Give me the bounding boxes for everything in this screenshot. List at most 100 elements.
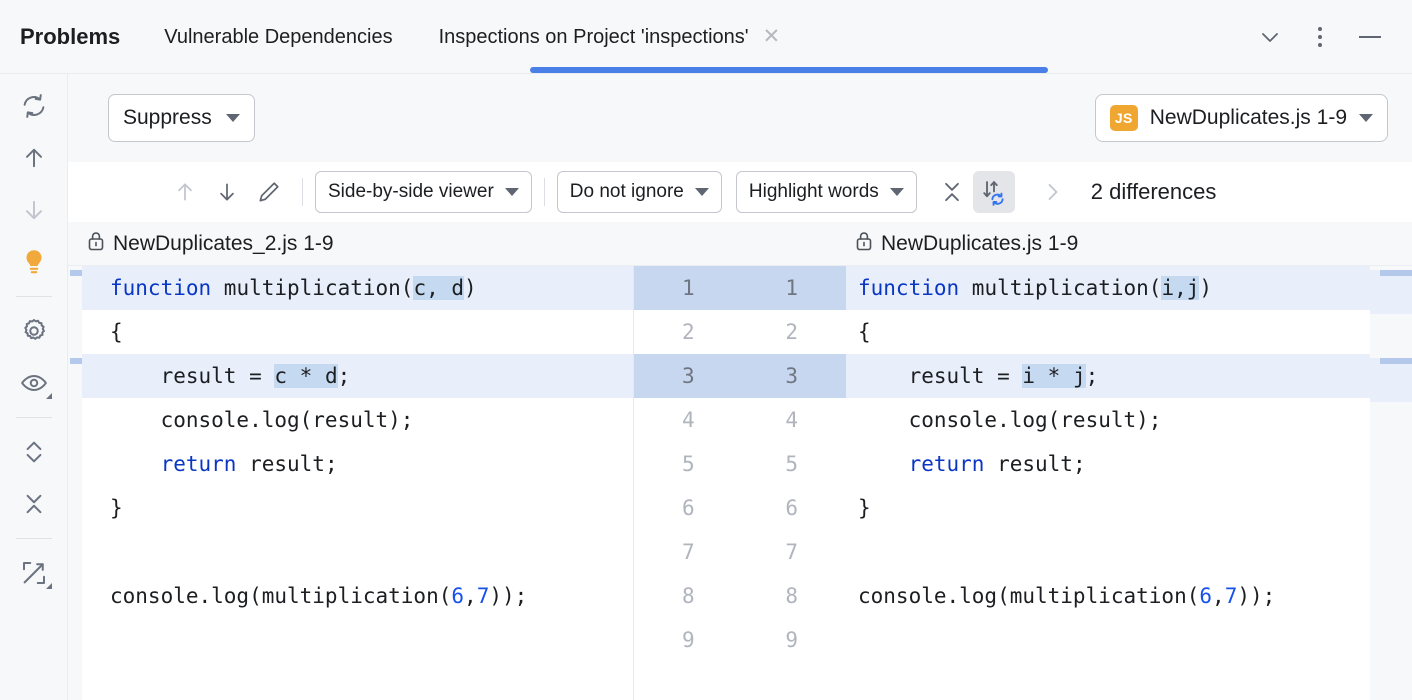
left-file-name: NewDuplicates_2.js 1-9 — [113, 231, 334, 255]
toolbar-divider — [543, 178, 545, 206]
rail-divider — [15, 296, 52, 297]
chevron-down-icon — [889, 188, 904, 196]
close-icon[interactable]: ✕ — [762, 25, 781, 48]
chevron-right-icon[interactable] — [1031, 171, 1073, 213]
collapse-unchanged-icon[interactable] — [931, 171, 973, 213]
collapse-all-icon[interactable] — [10, 480, 58, 528]
diff-viewer[interactable]: function multiplication(c, d) { result = … — [68, 266, 1412, 700]
rail-divider — [15, 538, 52, 539]
code-token: ; — [1085, 364, 1099, 388]
tab-label: Inspections on Project 'inspections' — [438, 25, 749, 48]
code-token: c * d — [274, 364, 338, 388]
right-file-name: NewDuplicates.js 1-9 — [881, 231, 1079, 255]
right-line-number: 6 — [785, 496, 798, 520]
sync-scroll-toggle[interactable] — [972, 171, 1015, 213]
active-tab-underline — [530, 67, 1048, 73]
change-marker — [70, 358, 82, 364]
gear-icon[interactable] — [10, 307, 58, 355]
code-token: { — [110, 320, 123, 344]
code-token: console.log(result); — [110, 408, 414, 432]
right-code-pane[interactable]: function multiplication(i,j){ result = i… — [846, 266, 1370, 700]
next-difference-icon[interactable] — [206, 171, 248, 213]
file-selector-label: NewDuplicates.js 1-9 — [1149, 106, 1347, 129]
code-token: 6 — [451, 584, 465, 608]
code-token: function — [858, 276, 960, 300]
toolbar-divider — [302, 178, 303, 206]
right-line-number: 5 — [785, 452, 798, 476]
right-code-line — [846, 530, 1370, 574]
left-code-line: result = c * d; — [82, 354, 633, 398]
whitespace-mode-select[interactable]: Do not ignore — [556, 171, 722, 213]
code-token: result; — [984, 452, 1086, 476]
dropdown-corner-icon — [45, 583, 52, 589]
left-line-number: 6 — [682, 496, 695, 520]
right-code-line: { — [846, 310, 1370, 354]
code-token: result = — [858, 364, 1023, 388]
change-band — [1370, 358, 1412, 402]
eye-icon[interactable] — [10, 359, 58, 407]
edit-icon[interactable] — [248, 171, 290, 213]
left-code-line: function multiplication(c, d) — [82, 266, 633, 310]
suppress-label: Suppress — [123, 106, 212, 129]
code-token: ) — [464, 276, 477, 300]
chevron-down-icon — [1359, 114, 1373, 122]
code-token: return — [160, 452, 237, 476]
change-band — [1370, 270, 1412, 314]
window-tabbar: Problems Vulnerable Dependencies Inspect… — [0, 0, 1412, 74]
code-token: console.log(multiplication( — [858, 584, 1200, 608]
js-file-icon: JS — [1109, 105, 1138, 131]
suppress-button[interactable]: Suppress — [108, 94, 255, 142]
left-code-pane[interactable]: function multiplication(c, d) { result = … — [82, 266, 634, 700]
code-token: 6 — [1199, 584, 1213, 608]
tab-vulnerable-dependencies[interactable]: Vulnerable Dependencies — [164, 0, 392, 74]
change-marker — [70, 270, 82, 276]
left-code-line: console.log(multiplication(6,7)); — [82, 574, 633, 618]
code-token: 7 — [476, 584, 490, 608]
viewer-mode-select[interactable]: Side-by-side viewer — [315, 171, 532, 213]
chevron-down-icon — [694, 188, 709, 196]
code-token: , — [464, 584, 477, 608]
right-code-line: return result; — [846, 442, 1370, 486]
change-marker — [1380, 270, 1412, 276]
suppress-bar: Suppress JS NewDuplicates.js 1-9 — [68, 74, 1412, 162]
right-line-number: 2 — [785, 320, 798, 344]
minimize-icon[interactable] — [1350, 17, 1390, 57]
code-token: 7 — [1224, 584, 1238, 608]
change-marker — [1380, 358, 1412, 364]
export-icon[interactable] — [10, 549, 58, 597]
code-token: ) — [1199, 276, 1213, 300]
right-code-line: } — [846, 486, 1370, 530]
arrow-up-icon[interactable] — [10, 134, 58, 182]
right-file-header: NewDuplicates.js 1-9 — [846, 230, 1412, 258]
expand-all-icon[interactable] — [10, 428, 58, 476]
page-title: Problems — [20, 23, 121, 49]
file-selector[interactable]: JS NewDuplicates.js 1-9 — [1094, 94, 1388, 142]
code-token: return — [908, 452, 985, 476]
refresh-icon[interactable] — [10, 82, 58, 130]
left-line-number: 8 — [682, 584, 695, 608]
left-line-number: 3 — [682, 364, 695, 388]
right-code-line: console.log(result); — [846, 398, 1370, 442]
code-token: { — [858, 320, 871, 344]
left-line-number: 4 — [682, 408, 695, 432]
highlight-mode-select[interactable]: Highlight words — [735, 171, 917, 213]
left-code-line: return result; — [82, 442, 633, 486]
left-code-line — [82, 530, 633, 574]
left-line-number: 7 — [682, 540, 695, 564]
diff-file-headers: NewDuplicates_2.js 1-9 NewDuplicates.js … — [68, 222, 1412, 266]
chevron-down-icon[interactable] — [1250, 17, 1290, 57]
left-code-line — [82, 618, 633, 662]
tab-inspections-on-project[interactable]: Inspections on Project 'inspections' ✕ — [439, 0, 781, 74]
dropdown-corner-icon — [45, 393, 52, 399]
code-token: i,j — [1161, 276, 1200, 300]
more-options-icon[interactable] — [1300, 17, 1340, 57]
right-code-line: result = i * j; — [846, 354, 1370, 398]
right-line-number: 7 — [785, 540, 798, 564]
arrow-down-icon — [10, 186, 58, 234]
code-token: )); — [489, 584, 528, 608]
lightbulb-icon[interactable] — [10, 238, 58, 286]
code-token: } — [110, 496, 123, 520]
